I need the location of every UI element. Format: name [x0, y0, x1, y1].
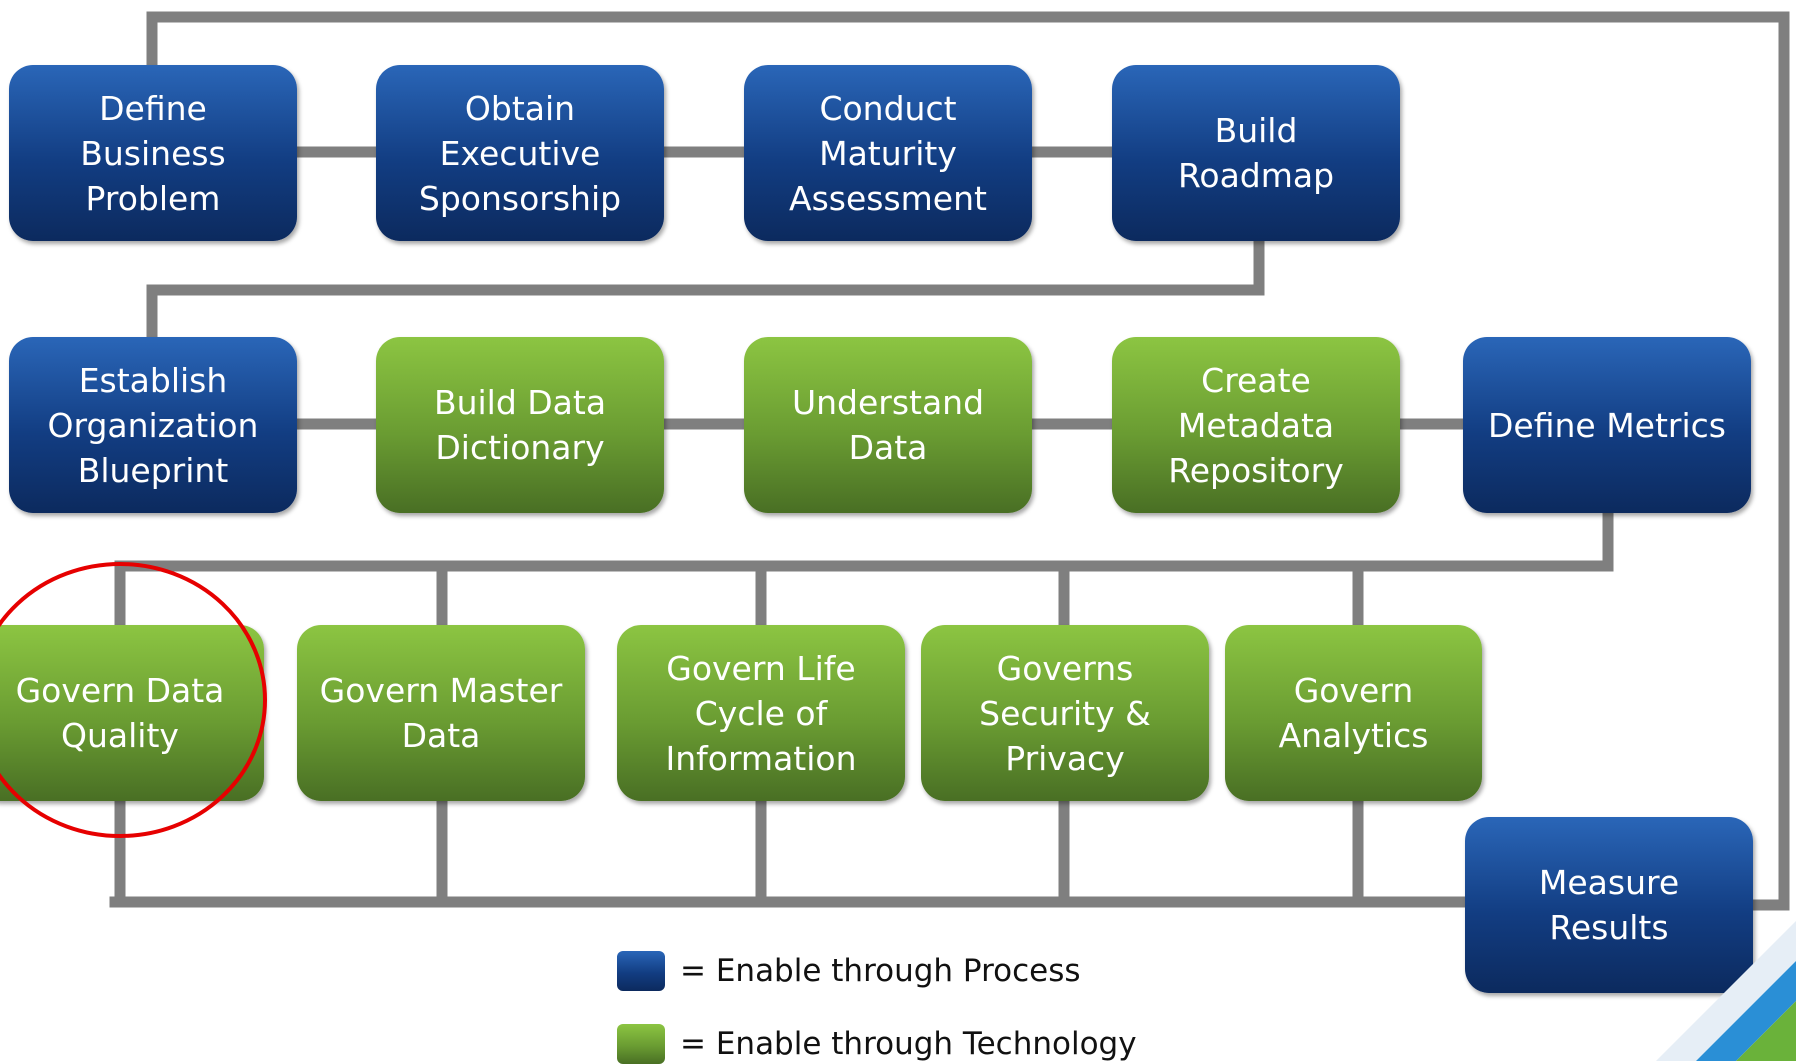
step-establish-organization-blueprint: Establish Organization Blueprint: [9, 337, 297, 513]
step-measure-results: Measure Results: [1465, 817, 1753, 993]
legend-process-label: = Enable through Process: [680, 953, 1081, 989]
step-build-roadmap: Build Roadmap: [1112, 65, 1400, 241]
step-obtain-executive-sponsorship: Obtain Executive Sponsorship: [376, 65, 664, 241]
legend-process-swatch: [617, 951, 665, 991]
step-govern-life-cycle: Govern Life Cycle of Information: [617, 625, 905, 801]
step-conduct-maturity-assessment: Conduct Maturity Assessment: [744, 65, 1032, 241]
step-govern-master-data: Govern Master Data: [297, 625, 585, 801]
corner-decoration: [1656, 921, 1796, 1061]
legend-technology-swatch: [617, 1024, 665, 1064]
legend-technology-label: = Enable through Technology: [680, 1026, 1137, 1062]
highlight-ellipse: [0, 562, 267, 838]
step-build-data-dictionary: Build Data Dictionary: [376, 337, 664, 513]
step-govern-data-quality: Govern Data Quality: [0, 625, 264, 801]
step-create-metadata-repository: Create Metadata Repository: [1112, 337, 1400, 513]
step-governs-security-privacy: Governs Security & Privacy: [921, 625, 1209, 801]
step-define-business-problem: Define Business Problem: [9, 65, 297, 241]
step-understand-data: Understand Data: [744, 337, 1032, 513]
step-define-metrics: Define Metrics: [1463, 337, 1751, 513]
step-govern-analytics: Govern Analytics: [1225, 625, 1482, 801]
